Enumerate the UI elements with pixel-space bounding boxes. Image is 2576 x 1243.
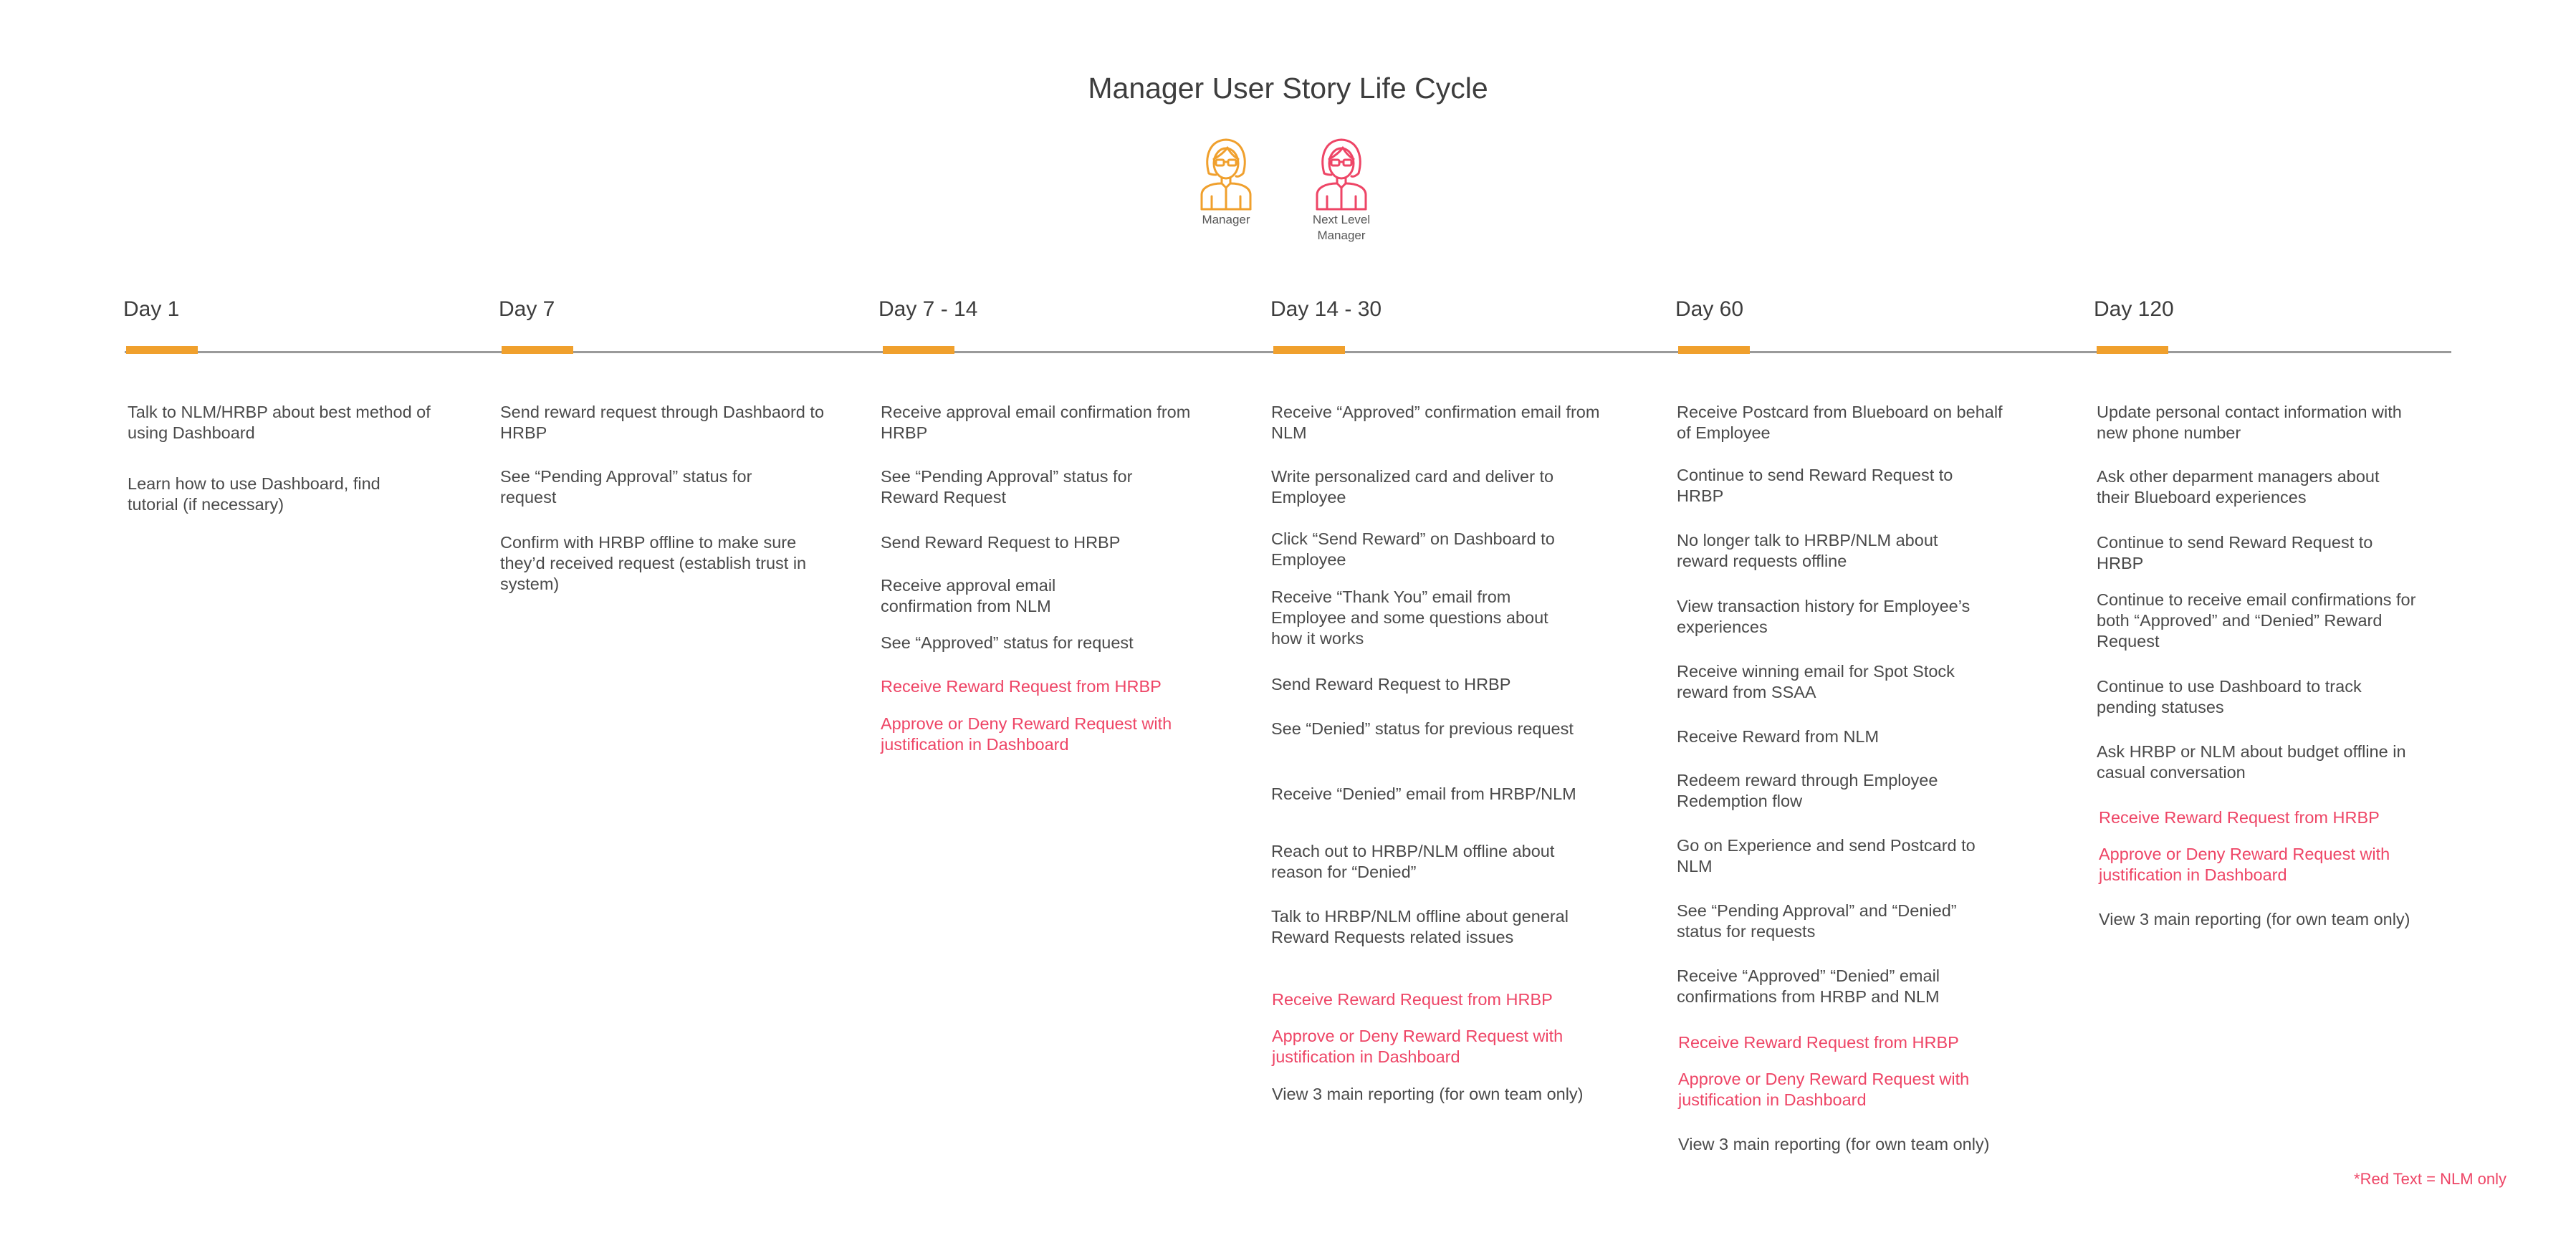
stage-label-day-7-14: Day 7 - 14 xyxy=(878,297,978,321)
task-item-nlm: Approve or Deny Reward Request with just… xyxy=(2099,845,2390,884)
task-item: Reach out to HRBP/NLM offline about reas… xyxy=(1271,842,1555,881)
stage-marker-day-14-30 xyxy=(1273,346,1345,354)
task-item: Ask other deparment managers about their… xyxy=(2097,467,2380,507)
stage-label-day-60: Day 60 xyxy=(1675,297,1744,321)
task-item: Continue to send Reward Request to HRBP xyxy=(2097,533,2373,572)
persona-next-level-manager: Next Level Manager xyxy=(1280,136,1402,244)
task-item: See “Approved” status for request xyxy=(881,633,1134,652)
task-item: Click “Send Reward” on Dashboard to Empl… xyxy=(1271,529,1555,569)
manager-avatar-icon xyxy=(1200,138,1252,211)
task-item: Receive “Denied” email from HRBP/NLM xyxy=(1271,784,1576,803)
task-item: Receive approval email confirmation from… xyxy=(881,576,1056,615)
page-title: Manager User Story Life Cycle xyxy=(1088,72,1488,105)
task-item: Send Reward Request to HRBP xyxy=(1271,675,1511,694)
task-item: Receive approval email confirmation from… xyxy=(881,403,1191,442)
task-item: Receive “Approved” “Denied” email confir… xyxy=(1677,966,1940,1006)
task-item: Learn how to use Dashboard, find tutoria… xyxy=(128,474,380,514)
task-item: Receive Postcard from Blueboard on behal… xyxy=(1677,403,2003,442)
stage-marker-day-60 xyxy=(1678,346,1750,354)
persona-manager-label: Manager xyxy=(1202,213,1250,226)
stage-marker-day-7 xyxy=(502,346,573,354)
stage-marker-day-120 xyxy=(2097,346,2168,354)
task-item-nlm: Receive Reward Request from HRBP xyxy=(1678,1033,1959,1052)
task-item: View 3 main reporting (for own team only… xyxy=(2099,910,2410,928)
persona-next-level-manager-label: Next Level Manager xyxy=(1312,213,1371,242)
task-item-nlm: Receive Reward Request from HRBP xyxy=(1272,990,1553,1009)
task-item-nlm: Receive Reward Request from HRBP xyxy=(2099,808,2380,827)
task-item: Write personalized card and deliver to E… xyxy=(1271,467,1554,507)
task-item: Continue to send Reward Request to HRBP xyxy=(1677,466,1953,505)
stage-label-day-120: Day 120 xyxy=(2094,297,2174,321)
task-item: Talk to NLM/HRBP about best method of us… xyxy=(128,403,431,442)
task-item: Confirm with HRBP offline to make sure t… xyxy=(500,533,807,593)
task-item-nlm: Receive Reward Request from HRBP xyxy=(881,677,1162,696)
next-level-manager-avatar-icon xyxy=(1316,138,1367,211)
task-item: View 3 main reporting (for own team only… xyxy=(1272,1085,1584,1103)
task-item: Send reward request through Dashbaord to… xyxy=(500,403,825,442)
task-item: Receive “Thank You” email from Employee … xyxy=(1271,587,1548,648)
task-item: See “Pending Approval” and “Denied” stat… xyxy=(1677,901,1957,941)
task-item: Ask HRBP or NLM about budget offline in … xyxy=(2097,742,2406,782)
task-item: Continue to receive email confirmations … xyxy=(2097,590,2416,651)
stage-label-day-7: Day 7 xyxy=(499,297,555,321)
legend-footnote: *Red Text = NLM only xyxy=(2354,1170,2506,1188)
stage-label-day-1: Day 1 xyxy=(123,297,180,321)
task-item: No longer talk to HRBP/NLM about reward … xyxy=(1677,531,1938,570)
task-item: Go on Experience and send Postcard to NL… xyxy=(1677,836,1976,875)
task-item: Send Reward Request to HRBP xyxy=(881,533,1121,552)
task-item: See “Pending Approval” status for Reward… xyxy=(881,467,1133,507)
task-item: View 3 main reporting (for own team only… xyxy=(1678,1135,1990,1153)
task-item: Redeem reward through Employee Redemptio… xyxy=(1677,771,1938,810)
task-item: Receive winning email for Spot Stock rew… xyxy=(1677,662,1955,701)
stage-label-day-14-30: Day 14 - 30 xyxy=(1270,297,1382,321)
task-item: See “Denied” status for previous request xyxy=(1271,719,1574,738)
task-item-nlm: Approve or Deny Reward Request with just… xyxy=(1272,1027,1564,1066)
task-item: Talk to HRBP/NLM offline about general R… xyxy=(1271,907,1569,946)
task-item: Update personal contact information with… xyxy=(2097,403,2402,442)
task-item: Continue to use Dashboard to track pendi… xyxy=(2097,677,2362,716)
persona-manager: Manager xyxy=(1165,136,1287,228)
task-item: View transaction history for Employee’s … xyxy=(1677,597,1971,636)
task-item: Receive Reward from NLM xyxy=(1677,727,1880,746)
task-item: See “Pending Approval” status for reques… xyxy=(500,467,752,507)
stage-marker-day-1 xyxy=(126,346,198,354)
stage-marker-day-7-14 xyxy=(883,346,954,354)
task-item-nlm: Approve or Deny Reward Request with just… xyxy=(881,714,1172,754)
task-item-nlm: Approve or Deny Reward Request with just… xyxy=(1678,1070,1970,1109)
task-item: Receive “Approved” confirmation email fr… xyxy=(1271,403,1600,442)
